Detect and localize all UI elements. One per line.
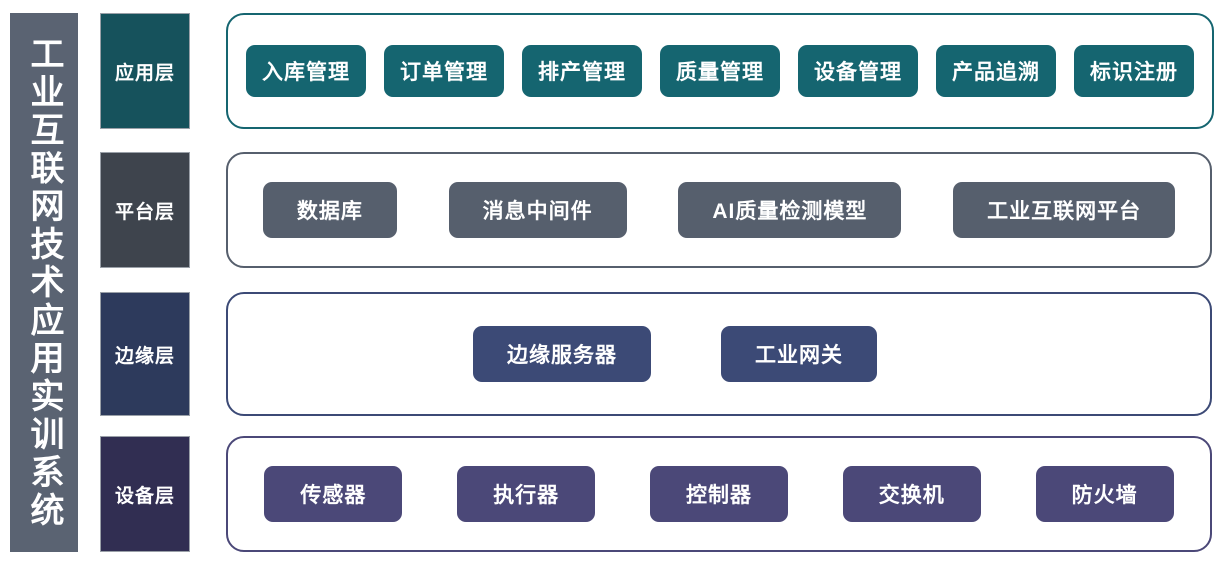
chip-label: 消息中间件 (482, 200, 593, 223)
layer-label-platform[interactable]: 平台层 (100, 152, 190, 268)
layer-label-application[interactable]: 应用层 (100, 13, 190, 129)
layer-row-application: 应用层 入库管理 订单管理 排产管理 质量管理 设备管理 产品追溯 标识注册 (100, 13, 1214, 129)
platform-module-chip[interactable]: 工业互联网平台 (953, 182, 1176, 238)
chip-label: 边缘服务器 (507, 344, 617, 367)
chip-label: 数据库 (296, 200, 363, 223)
system-title-bar: 工业互联网技术应用实训系统 (10, 13, 78, 552)
layer-card-platform: 数据库 消息中间件 AI质量检测模型 工业互联网平台 (226, 152, 1212, 268)
layer-label-text: 平台层 (114, 201, 175, 223)
chip-label: 产品追溯 (952, 61, 1040, 84)
layer-label-text: 应用层 (114, 62, 175, 84)
layer-card-application: 入库管理 订单管理 排产管理 质量管理 设备管理 产品追溯 标识注册 (226, 13, 1214, 129)
layer-row-platform: 平台层 数据库 消息中间件 AI质量检测模型 工业互联网平台 (100, 152, 1212, 268)
device-module-chip[interactable]: 交换机 (842, 466, 981, 522)
chip-label: 订单管理 (400, 61, 488, 84)
edge-module-chip[interactable]: 工业网关 (721, 326, 877, 382)
platform-module-chip[interactable]: AI质量检测模型 (678, 182, 902, 238)
layer-label-text: 设备层 (114, 485, 175, 507)
platform-module-chip[interactable]: 消息中间件 (448, 182, 627, 238)
device-module-chip[interactable]: 控制器 (649, 466, 788, 522)
app-module-chip[interactable]: 入库管理 (246, 45, 366, 97)
app-module-chip[interactable]: 设备管理 (798, 45, 918, 97)
chip-label: 工业网关 (755, 344, 843, 367)
layer-card-edge: 边缘服务器 工业网关 (226, 292, 1212, 416)
layer-label-device[interactable]: 设备层 (100, 436, 190, 552)
chip-label: AI质量检测模型 (712, 200, 868, 223)
chip-label: 控制器 (685, 484, 752, 507)
layer-row-edge: 边缘层 边缘服务器 工业网关 (100, 292, 1212, 416)
device-module-chip[interactable]: 执行器 (457, 466, 596, 522)
chip-label: 交换机 (878, 484, 945, 507)
chip-label: 标识注册 (1090, 61, 1178, 84)
chip-label: 工业互联网平台 (987, 200, 1142, 223)
layer-row-device: 设备层 传感器 执行器 控制器 交换机 防火墙 (100, 436, 1212, 552)
layer-label-edge[interactable]: 边缘层 (100, 292, 190, 416)
layer-label-text: 边缘层 (114, 345, 175, 367)
chip-label: 质量管理 (676, 61, 764, 84)
app-module-chip[interactable]: 产品追溯 (936, 45, 1056, 97)
device-module-chip[interactable]: 防火墙 (1035, 466, 1174, 522)
layer-card-device: 传感器 执行器 控制器 交换机 防火墙 (226, 436, 1212, 552)
app-module-chip[interactable]: 订单管理 (384, 45, 504, 97)
app-module-chip[interactable]: 标识注册 (1074, 45, 1194, 97)
chip-label: 执行器 (493, 484, 560, 507)
system-title-text: 工业互联网技术应用实训系统 (25, 35, 63, 530)
device-module-chip[interactable]: 传感器 (264, 466, 403, 522)
chip-label: 入库管理 (262, 61, 350, 84)
platform-module-chip[interactable]: 数据库 (262, 182, 397, 238)
app-module-chip[interactable]: 排产管理 (522, 45, 642, 97)
chip-label: 排产管理 (538, 61, 626, 84)
edge-module-chip[interactable]: 边缘服务器 (473, 326, 651, 382)
chip-label: 设备管理 (814, 61, 902, 84)
app-module-chip[interactable]: 质量管理 (660, 45, 780, 97)
chip-label: 防火墙 (1071, 484, 1138, 507)
chip-label: 传感器 (300, 484, 367, 507)
